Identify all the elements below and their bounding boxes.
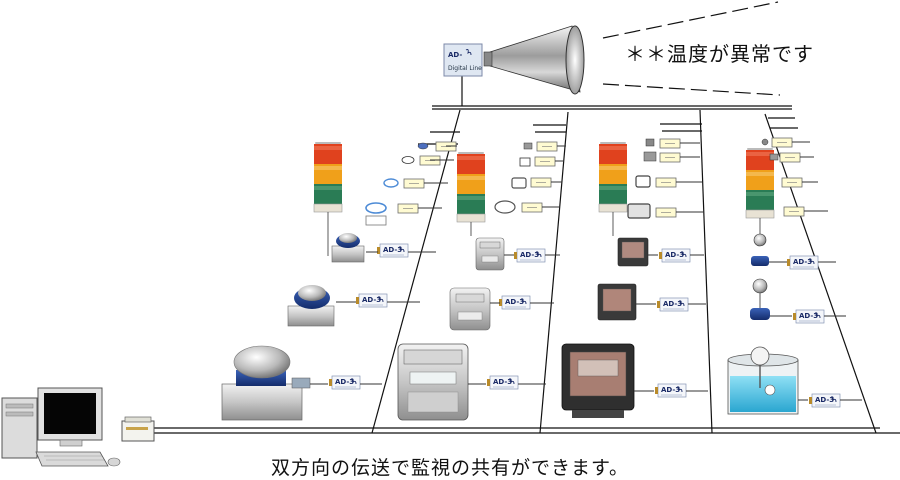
- flow-meter-icon: [331, 233, 365, 263]
- svg-text:Digital Line: Digital Line: [448, 65, 482, 72]
- diagram-caption: 双方向の伝送で監視の共有ができます。: [270, 457, 630, 479]
- branch-power: [561, 138, 708, 418]
- flow-meter-icon: [287, 285, 335, 327]
- drop-line-2: [539, 111, 569, 434]
- remote-unit-icon: AD- Digital Line: [443, 43, 483, 77]
- network-lines: [135, 74, 900, 434]
- signal-tower-icon: [313, 141, 343, 213]
- power-meter-icon: [597, 283, 637, 321]
- converter-box-icon: [121, 416, 155, 442]
- branch-gas: [397, 141, 566, 421]
- branch-tank: [727, 137, 862, 415]
- gas-meter-icon: [475, 237, 505, 271]
- alarm-message: ＊＊温度が異常です: [625, 42, 814, 66]
- sensor-icon: [751, 233, 769, 266]
- power-meter-icon: [561, 343, 635, 418]
- flow-meter-icon: [221, 345, 311, 421]
- svg-text:AD-: AD-: [448, 51, 462, 59]
- gas-meter-icon: [397, 343, 469, 421]
- branch-flow: [221, 141, 457, 421]
- signal-tower-icon: [456, 151, 486, 223]
- drop-line-1: [371, 109, 461, 434]
- drop-line-4: [764, 113, 877, 434]
- drop-line-3: [699, 109, 713, 434]
- tank-sensor-icon: [727, 346, 799, 415]
- sensor-icon: [750, 278, 770, 320]
- gas-meter-icon: [449, 287, 491, 331]
- horn-speaker-icon: [483, 1, 781, 96]
- signal-tower-icon: [598, 141, 628, 213]
- power-meter-icon: [617, 237, 649, 267]
- computer-icon: [1, 387, 121, 467]
